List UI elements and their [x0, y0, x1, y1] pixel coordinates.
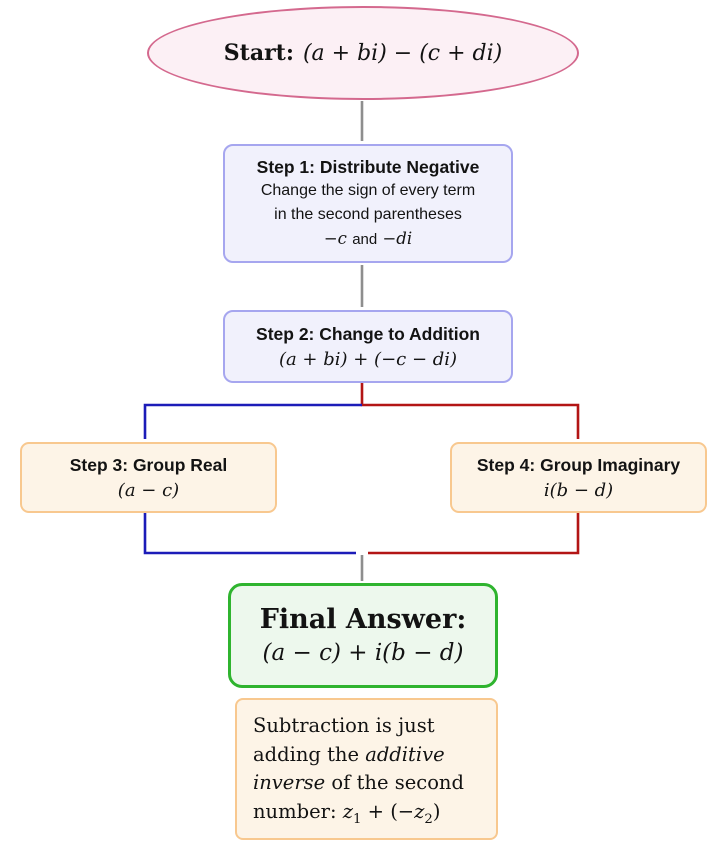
arrow-step4-to-merge	[368, 513, 580, 555]
start-formula: (a + bi) − (c + di)	[302, 40, 503, 66]
arrow-step3-to-merge	[143, 513, 356, 555]
note-line2: adding the additive	[253, 742, 445, 766]
step1-line1: Change the sign of every term	[260, 182, 476, 199]
final-answer-formula: (a − c) + i(b − d)	[262, 639, 464, 666]
step2-node: Step 2: Change to Addition (a + bi) + (−…	[223, 310, 513, 383]
step4-title: Step 4: Group Imaginary	[476, 454, 681, 475]
step3-title: Step 3: Group Real	[69, 454, 228, 475]
note-line4: number: z1 + (−z2)	[253, 799, 441, 827]
step3-node: Step 3: Group Real (a − c)	[20, 442, 277, 513]
start-node: Start: (a + bi) − (c + di)	[147, 6, 579, 100]
start-label: Start:	[223, 40, 294, 66]
final-answer-title: Final Answer:	[259, 603, 467, 635]
note-line3: inverse of the second	[253, 771, 464, 794]
step1-node: Step 1: Distribute Negative Change the s…	[223, 144, 513, 263]
arrow-step2-to-step4	[360, 383, 580, 439]
arrow-step2-to-step3	[143, 403, 362, 439]
step1-title: Step 1: Distribute Negative	[256, 157, 480, 177]
step4-node: Step 4: Group Imaginary i(b − d)	[450, 442, 707, 513]
final-answer-node: Final Answer: (a − c) + i(b − d)	[228, 583, 498, 688]
note-line1: Subtraction is just	[253, 714, 435, 737]
step4-formula: i(b − d)	[543, 479, 614, 501]
step2-formula: (a + bi) + (−c − di)	[278, 348, 458, 370]
step1-math: −c and −di	[323, 229, 413, 248]
step1-line2: in the second parentheses	[274, 206, 462, 223]
note-box: Subtraction is just adding the additive …	[235, 698, 498, 840]
step3-formula: (a − c)	[117, 479, 180, 501]
step2-title: Step 2: Change to Addition	[256, 323, 480, 344]
